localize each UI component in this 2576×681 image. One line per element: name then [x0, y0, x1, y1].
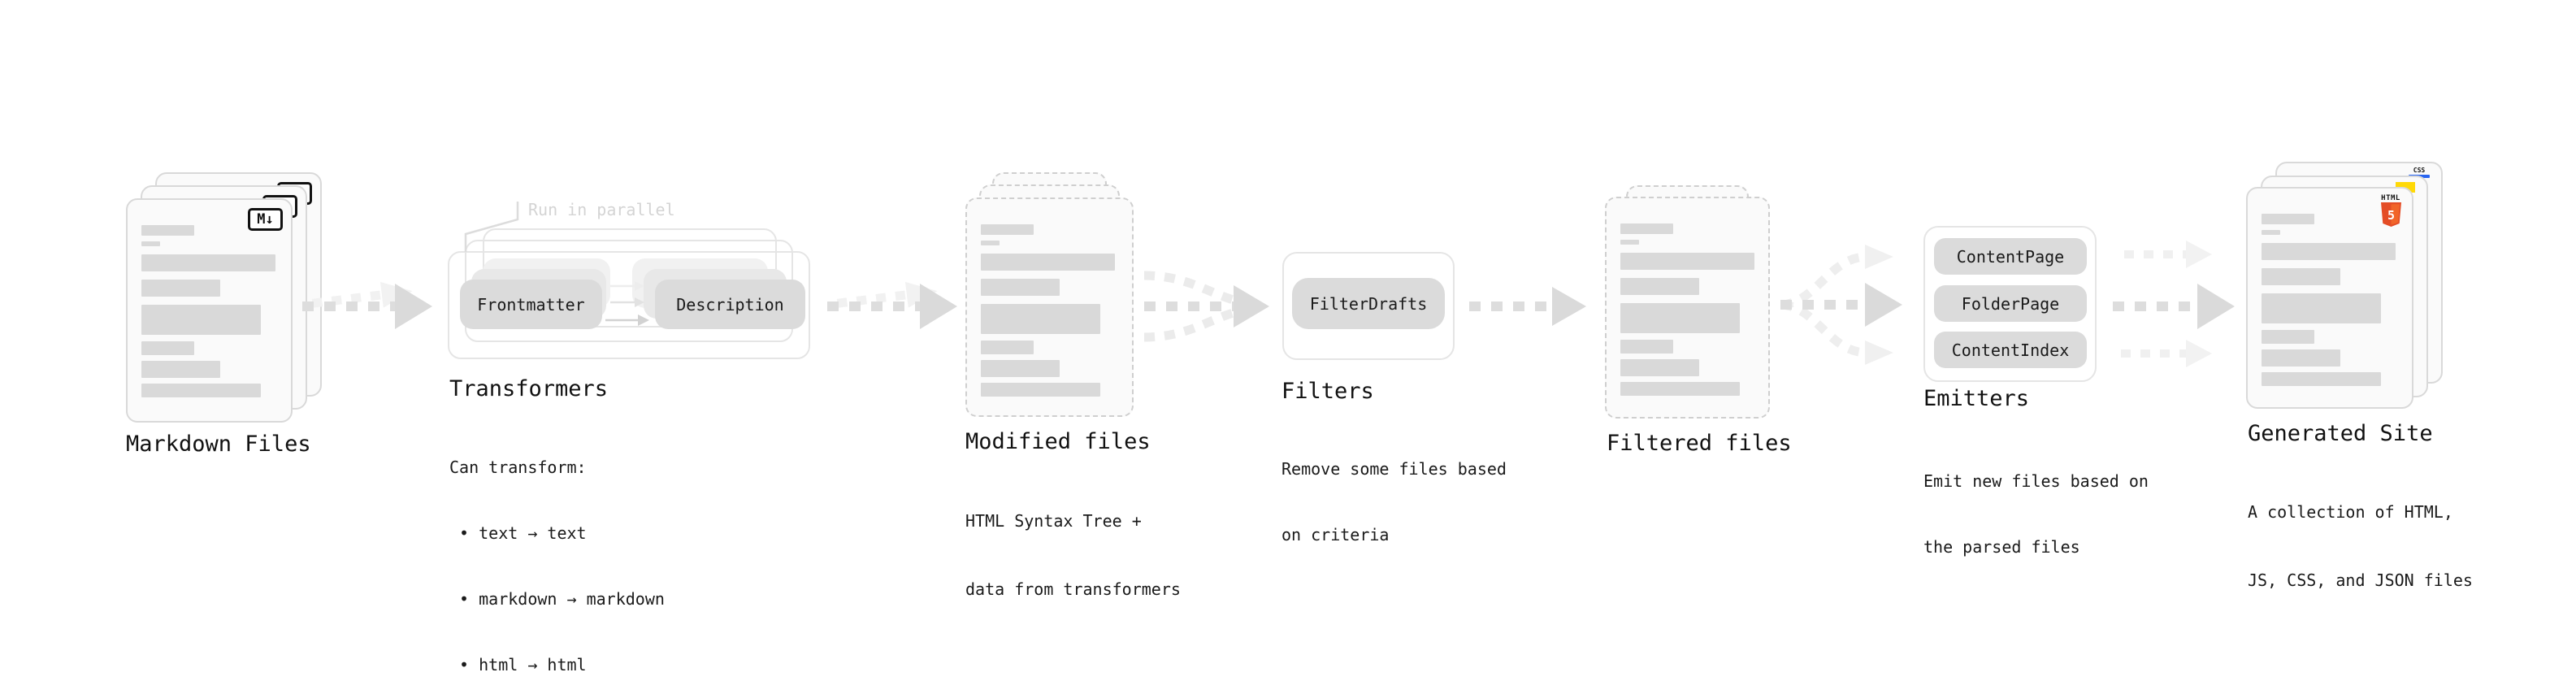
arrow-fanout-to-emitters-icon	[1780, 245, 1902, 365]
text-line-placeholder	[981, 340, 1034, 354]
text-line-placeholder	[1620, 382, 1740, 396]
generated-site-description: A collection of HTML, JS, CSS, and JSON …	[2248, 455, 2473, 637]
document-content-skeleton	[141, 225, 275, 397]
transformers-box-front	[448, 251, 810, 359]
filterdrafts-pill: FilterDrafts	[1292, 278, 1445, 329]
text-line-placeholder	[2262, 243, 2396, 260]
text-line-placeholder	[2262, 349, 2340, 367]
description-line: A collection of HTML,	[2248, 502, 2453, 522]
description-line: the parsed files	[1923, 537, 2080, 557]
description-line: Remove some files based	[1281, 459, 1507, 479]
parallel-arrows-icon	[605, 281, 649, 326]
filtered-document-front	[1605, 197, 1770, 419]
node-title-transformers: Transformers	[449, 376, 609, 401]
text-line-placeholder	[141, 384, 261, 397]
transformers-description: Can transform: • text → text • markdown …	[449, 413, 665, 681]
description-line: data from transformers	[965, 579, 1181, 599]
modified-files-description: HTML Syntax Tree + data from transformer…	[965, 464, 1181, 646]
text-line-placeholder	[141, 361, 220, 378]
folderpage-pill: FolderPage	[1934, 285, 2087, 322]
node-title-filtered-files: Filtered files	[1607, 431, 1792, 456]
text-line-placeholder	[2262, 372, 2381, 386]
text-line-placeholder	[1620, 253, 1754, 270]
description-line: on criteria	[1281, 525, 1390, 544]
frontmatter-pill: Frontmatter	[460, 280, 602, 329]
document-content-skeleton	[2262, 214, 2396, 386]
text-line-placeholder	[1620, 340, 1673, 354]
filters-description: Remove some files based on criteria	[1281, 414, 1507, 590]
text-line-placeholder	[1620, 359, 1699, 376]
text-line-placeholder	[141, 241, 160, 246]
contentindex-pill: ContentIndex	[1934, 332, 2087, 368]
node-title-modified-files: Modified files	[965, 429, 1151, 454]
annotation-leader-line	[464, 202, 519, 252]
contentpage-pill: ContentPage	[1934, 238, 2087, 275]
description-line: Can transform:	[449, 458, 587, 477]
description-line: HTML Syntax Tree +	[965, 511, 1142, 531]
text-line-placeholder	[2262, 293, 2381, 323]
html5-label: HTML	[2381, 194, 2400, 202]
text-line-placeholder	[981, 383, 1100, 397]
text-line-placeholder	[981, 360, 1060, 377]
description-line: • markdown → markdown	[449, 589, 665, 609]
markdown-document-front: M↓	[126, 198, 293, 423]
modified-document-front	[965, 197, 1134, 417]
node-title-filters: Filters	[1281, 379, 1374, 404]
text-line-placeholder	[1620, 240, 1639, 245]
text-line-placeholder	[2262, 230, 2280, 235]
description-line: JS, CSS, and JSON files	[2248, 570, 2473, 590]
markdown-icon: M↓	[248, 208, 283, 231]
text-line-placeholder	[141, 305, 261, 335]
html5-icon: HTML 5	[2379, 194, 2402, 231]
run-in-parallel-annotation: Run in parallel	[528, 200, 675, 219]
arrow-transformers-to-modified-icon	[827, 281, 957, 329]
arrow-markdown-to-transformers-icon	[302, 281, 432, 329]
text-line-placeholder	[981, 279, 1060, 296]
document-content-skeleton	[981, 224, 1115, 397]
text-line-placeholder	[1620, 303, 1740, 333]
text-line-placeholder	[1620, 223, 1673, 234]
description-line: Emit new files based on	[1923, 471, 2149, 491]
description-pill: Description	[655, 280, 805, 329]
site-document-html: HTML 5	[2246, 187, 2413, 409]
node-title-markdown-files: Markdown Files	[126, 432, 311, 457]
text-line-placeholder	[141, 280, 220, 297]
node-title-emitters: Emitters	[1923, 386, 2030, 411]
document-content-skeleton	[1620, 223, 1754, 396]
text-line-placeholder	[981, 241, 1000, 245]
html5-number: 5	[2387, 208, 2394, 223]
arrow-emitters-to-site-icon	[2113, 241, 2235, 367]
text-line-placeholder	[981, 224, 1034, 235]
node-title-generated-site: Generated Site	[2248, 421, 2433, 446]
text-line-placeholder	[2262, 214, 2314, 224]
description-line: • text → text	[449, 523, 587, 543]
text-line-placeholder	[141, 254, 275, 271]
text-line-placeholder	[981, 254, 1115, 271]
text-line-placeholder	[1620, 278, 1699, 295]
text-line-placeholder	[2262, 330, 2314, 344]
text-line-placeholder	[141, 225, 194, 236]
text-line-placeholder	[981, 304, 1100, 334]
html5-shield-icon: 5	[2380, 202, 2401, 227]
description-line: • html → html	[449, 655, 587, 674]
css-label: CSS	[2413, 167, 2426, 174]
emitters-description: Emit new files based on the parsed files	[1923, 427, 2149, 602]
text-line-placeholder	[141, 341, 194, 355]
arrow-merge-to-filters-icon	[1143, 271, 1269, 342]
text-line-placeholder	[2262, 268, 2340, 285]
arrow-filters-to-filtered-icon	[1469, 287, 1586, 326]
